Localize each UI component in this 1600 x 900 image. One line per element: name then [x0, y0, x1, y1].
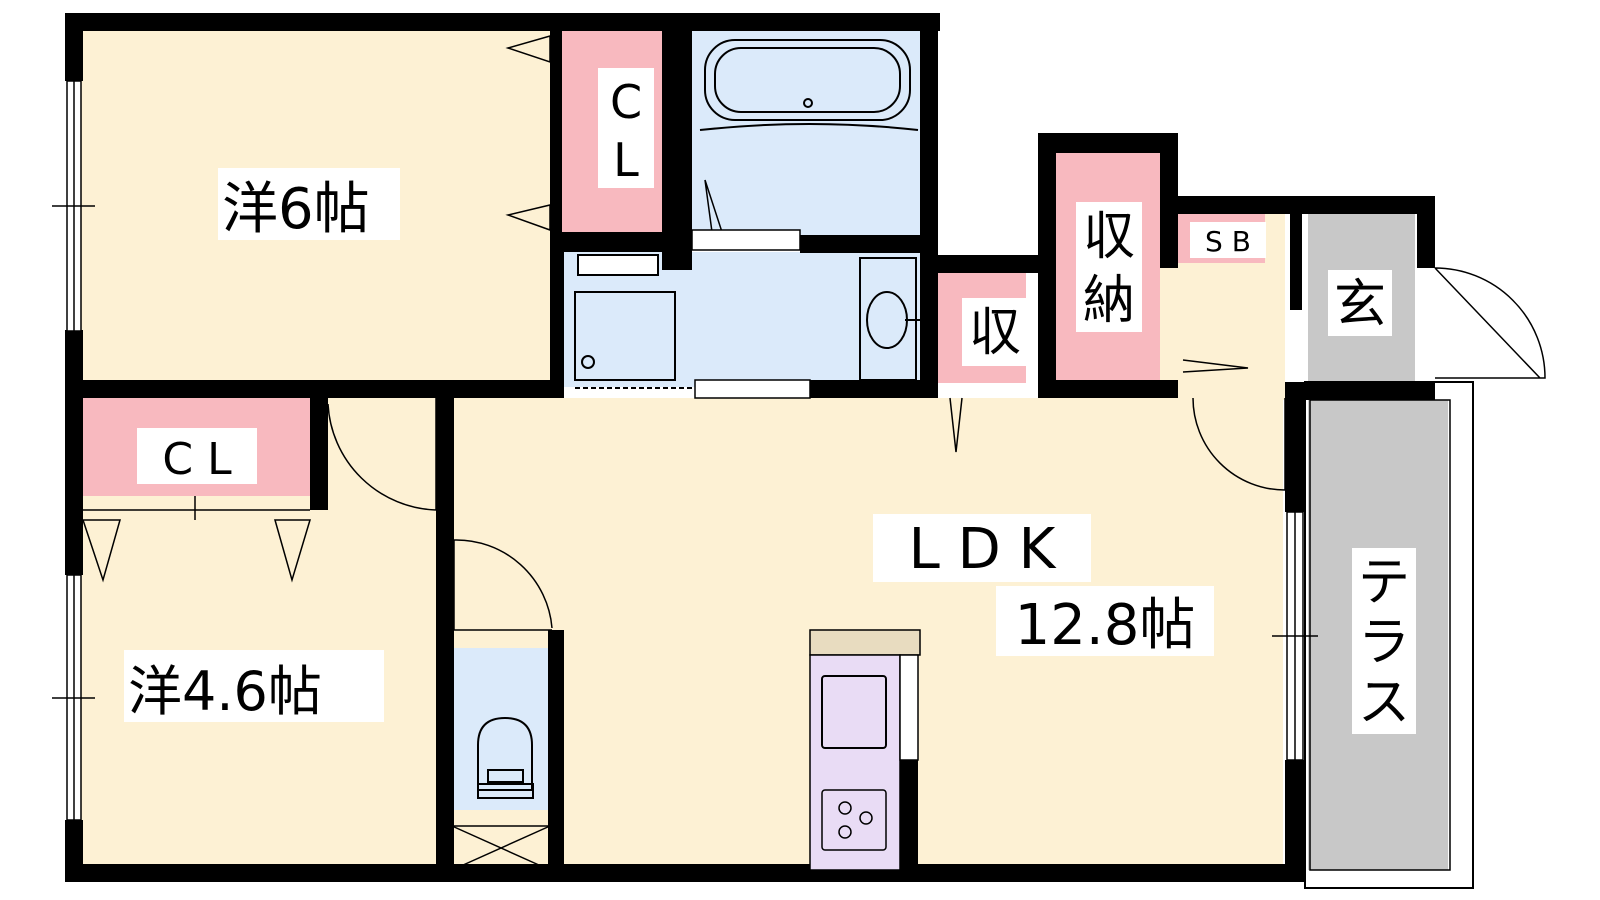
washroom-door-sill [694, 379, 811, 399]
wall-mid-horizontal [65, 380, 560, 398]
windows [52, 80, 1318, 821]
kitchen-counter [809, 629, 921, 871]
wall-western46-right [436, 398, 454, 882]
wall-left-upper [65, 13, 83, 81]
wall-entrance-right [1417, 196, 1435, 268]
closet-door-icon [505, 35, 551, 64]
closet-top-label-2: L [613, 133, 639, 187]
closet-door-icon [505, 204, 551, 232]
storage-small-label: 収 [969, 303, 1021, 363]
door-slide-icon [949, 397, 963, 453]
labels: 洋6帖 C L C L 洋4.6帖 L D K 12.8帖 収 収 納 S B … [124, 68, 1416, 734]
wall-top-left [65, 13, 940, 31]
toilet-icon [477, 716, 534, 799]
bathtub-icon [699, 39, 919, 131]
terrace-label-1: テ [1358, 553, 1410, 613]
entrance-label: 玄 [1334, 275, 1386, 335]
doors [81, 35, 1546, 631]
wall-mid-horizontal-2 [810, 380, 936, 398]
storage-label-1: 収 [1083, 207, 1135, 267]
wall-closet-top-bottom [550, 232, 692, 252]
wall-storage-left [1038, 133, 1056, 398]
wall-left-mid [65, 330, 83, 575]
wall-entrance-left [1290, 210, 1302, 310]
wall-bottom [65, 864, 1303, 882]
closet-door-icon [274, 519, 312, 583]
shoe-box-label: S B [1205, 225, 1251, 258]
washbasin-icon [859, 257, 920, 381]
wall-toilet-right [548, 630, 564, 882]
wall-storage-top [1038, 133, 1178, 153]
storage-label-2: 納 [1083, 271, 1135, 331]
wall-ldk-right-lower [1285, 760, 1305, 882]
wall-bath-bottom [800, 235, 930, 253]
door-slide-icon [1182, 359, 1249, 373]
bath-door-sill [691, 229, 801, 251]
wall-kitchen-counter [900, 760, 918, 870]
closet-left-label: C L [162, 434, 232, 485]
room-western-6-label: 洋6帖 [222, 177, 370, 242]
closet-top-label-1: C [610, 75, 642, 129]
door-swing-icon [1434, 267, 1546, 379]
stove-icon [821, 789, 887, 851]
terrace-inner-outline [1309, 399, 1451, 871]
sink-icon [821, 675, 887, 749]
walls [65, 13, 1435, 882]
toilet-floor [452, 648, 550, 810]
wall-ldk-right-upper [1285, 382, 1305, 512]
wall-closet-top-right [662, 30, 692, 270]
wall-storage-small-top [920, 255, 1040, 273]
wall-closet-left-right [310, 398, 328, 510]
washing-machine-icon [574, 291, 695, 389]
wall-bath-right [920, 13, 938, 398]
terrace-label-2: ラ [1358, 613, 1410, 673]
bathroom-floor [692, 30, 920, 240]
door-swing-icon [1192, 397, 1286, 491]
wall-hall-top [1160, 196, 1435, 214]
shelf-icon [577, 254, 659, 276]
floors [80, 30, 1448, 870]
wall-washroom-left [550, 232, 564, 398]
room-western-46-label: 洋4.6帖 [128, 660, 322, 723]
room-ldk-size: 12.8帖 [1015, 593, 1196, 658]
door-swing-icon [453, 539, 553, 631]
wall-closet-top-left [550, 30, 562, 235]
storage-x-icon [451, 825, 551, 871]
terrace-label-3: ス [1358, 673, 1410, 733]
wall-storage-bottom [1038, 380, 1178, 398]
closet-door-icon [81, 519, 121, 583]
room-ldk-label: L D K [909, 517, 1057, 582]
wall-entrance-bottom [1285, 382, 1435, 400]
terrace-outline [1304, 381, 1474, 889]
door-swing-icon [327, 398, 437, 511]
